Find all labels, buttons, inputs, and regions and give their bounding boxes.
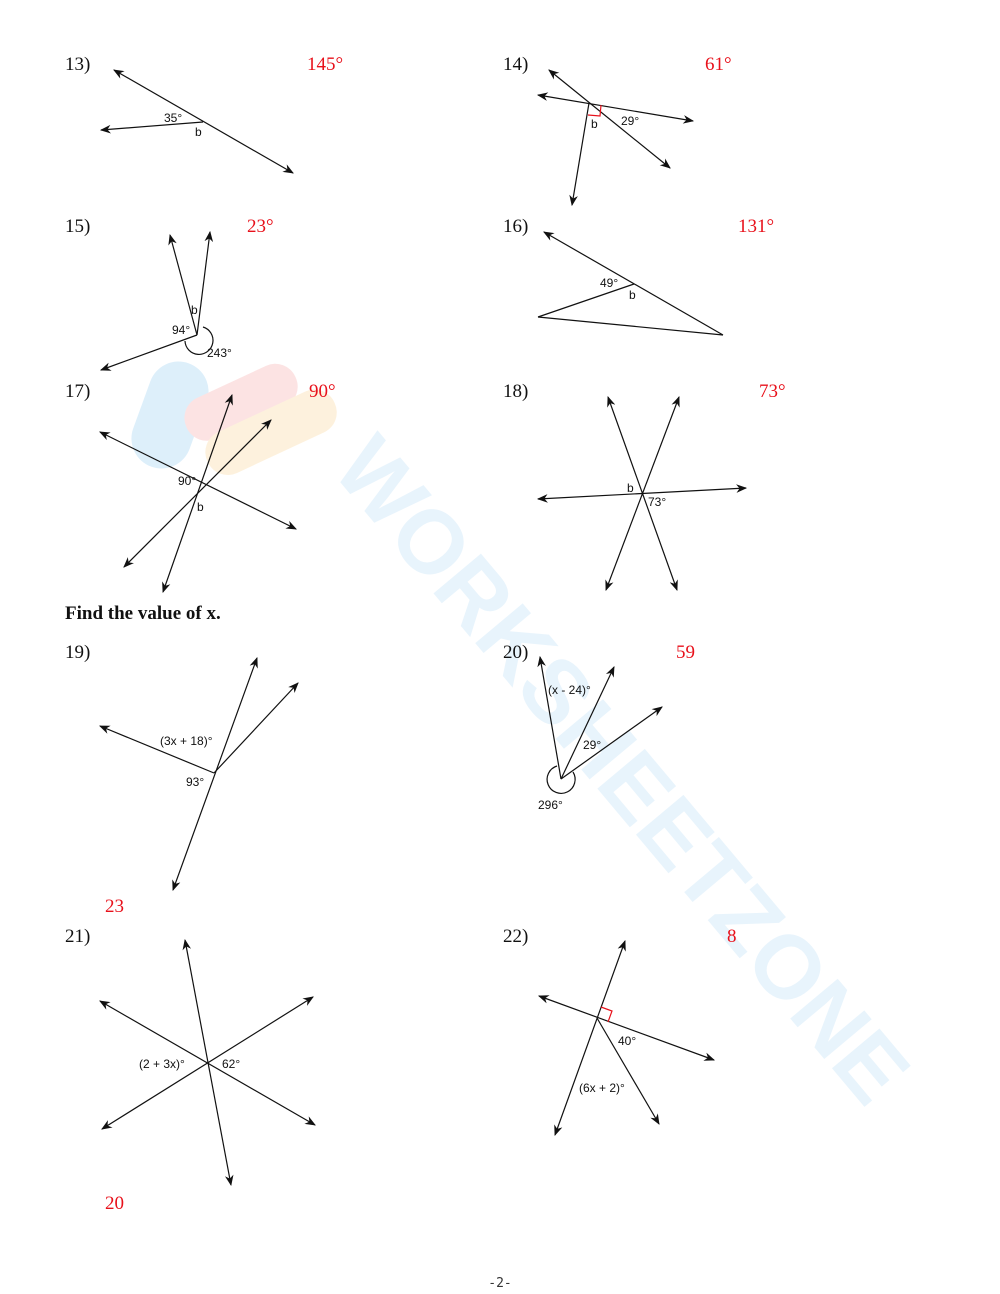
label-16-angle: 49° <box>600 276 618 290</box>
label-20-expr: (x - 24)° <box>548 683 591 697</box>
answer-18: 73° <box>759 381 786 402</box>
diagram-13 <box>99 69 294 174</box>
label-15-243: 243° <box>207 346 232 360</box>
section-heading: Find the value of x. <box>65 603 221 624</box>
label-17-b: b <box>197 500 204 514</box>
label-16-b: b <box>629 288 636 302</box>
diagram-22 <box>537 939 716 1137</box>
label-21-expr: (2 + 3x)° <box>139 1057 185 1071</box>
label-15-94: 94° <box>172 323 190 337</box>
diagram-17 <box>99 393 297 594</box>
answer-16: 131° <box>738 216 775 237</box>
label-18-angle: 73° <box>648 495 666 509</box>
label-17-angle: 90° <box>178 474 196 488</box>
problem-number-16: 16) <box>503 216 529 237</box>
right-angle-mark-14 <box>587 104 602 117</box>
answer-21: 20 <box>105 1193 124 1214</box>
problem-number-18: 18) <box>503 381 529 402</box>
answer-14: 61° <box>705 54 732 75</box>
answer-17: 90° <box>309 381 336 402</box>
diagram-16 <box>537 231 724 336</box>
label-15-b: b <box>191 303 198 317</box>
label-18-b: b <box>627 481 634 495</box>
problem-number-22: 22) <box>503 926 529 947</box>
answer-20: 59 <box>676 642 695 663</box>
label-14-b: b <box>591 117 598 131</box>
label-19-expr: (3x + 18)° <box>160 734 213 748</box>
right-angle-mark-22 <box>600 1006 613 1023</box>
label-13-b: b <box>195 125 202 139</box>
answer-19: 23 <box>105 896 124 917</box>
diagram-15 <box>99 230 214 371</box>
label-20-296: 296° <box>538 798 563 812</box>
label-14-angle: 29° <box>621 114 639 128</box>
problem-number-19: 19) <box>65 642 91 663</box>
label-13-angle: 35° <box>164 111 182 125</box>
problem-number-13: 13) <box>65 54 91 75</box>
problem-number-21: 21) <box>65 926 91 947</box>
problem-number-20: 20) <box>503 642 529 663</box>
page-number: -2- <box>488 1276 512 1291</box>
diagram-18 <box>536 395 748 592</box>
diagram-14 <box>536 69 695 207</box>
label-22-40: 40° <box>618 1034 636 1048</box>
label-19-93: 93° <box>186 775 204 789</box>
label-22-expr: (6x + 2)° <box>579 1081 625 1095</box>
problem-number-15: 15) <box>65 216 91 237</box>
diagram-19 <box>99 656 299 892</box>
label-20-29: 29° <box>583 738 601 752</box>
label-21-62: 62° <box>222 1057 240 1071</box>
answer-15: 23° <box>247 216 274 237</box>
answer-22: 8 <box>727 926 737 947</box>
problem-number-14: 14) <box>503 54 529 75</box>
diagram-21 <box>99 938 316 1187</box>
problem-number-17: 17) <box>65 381 91 402</box>
answer-13: 145° <box>307 54 344 75</box>
diagram-20 <box>537 655 663 794</box>
